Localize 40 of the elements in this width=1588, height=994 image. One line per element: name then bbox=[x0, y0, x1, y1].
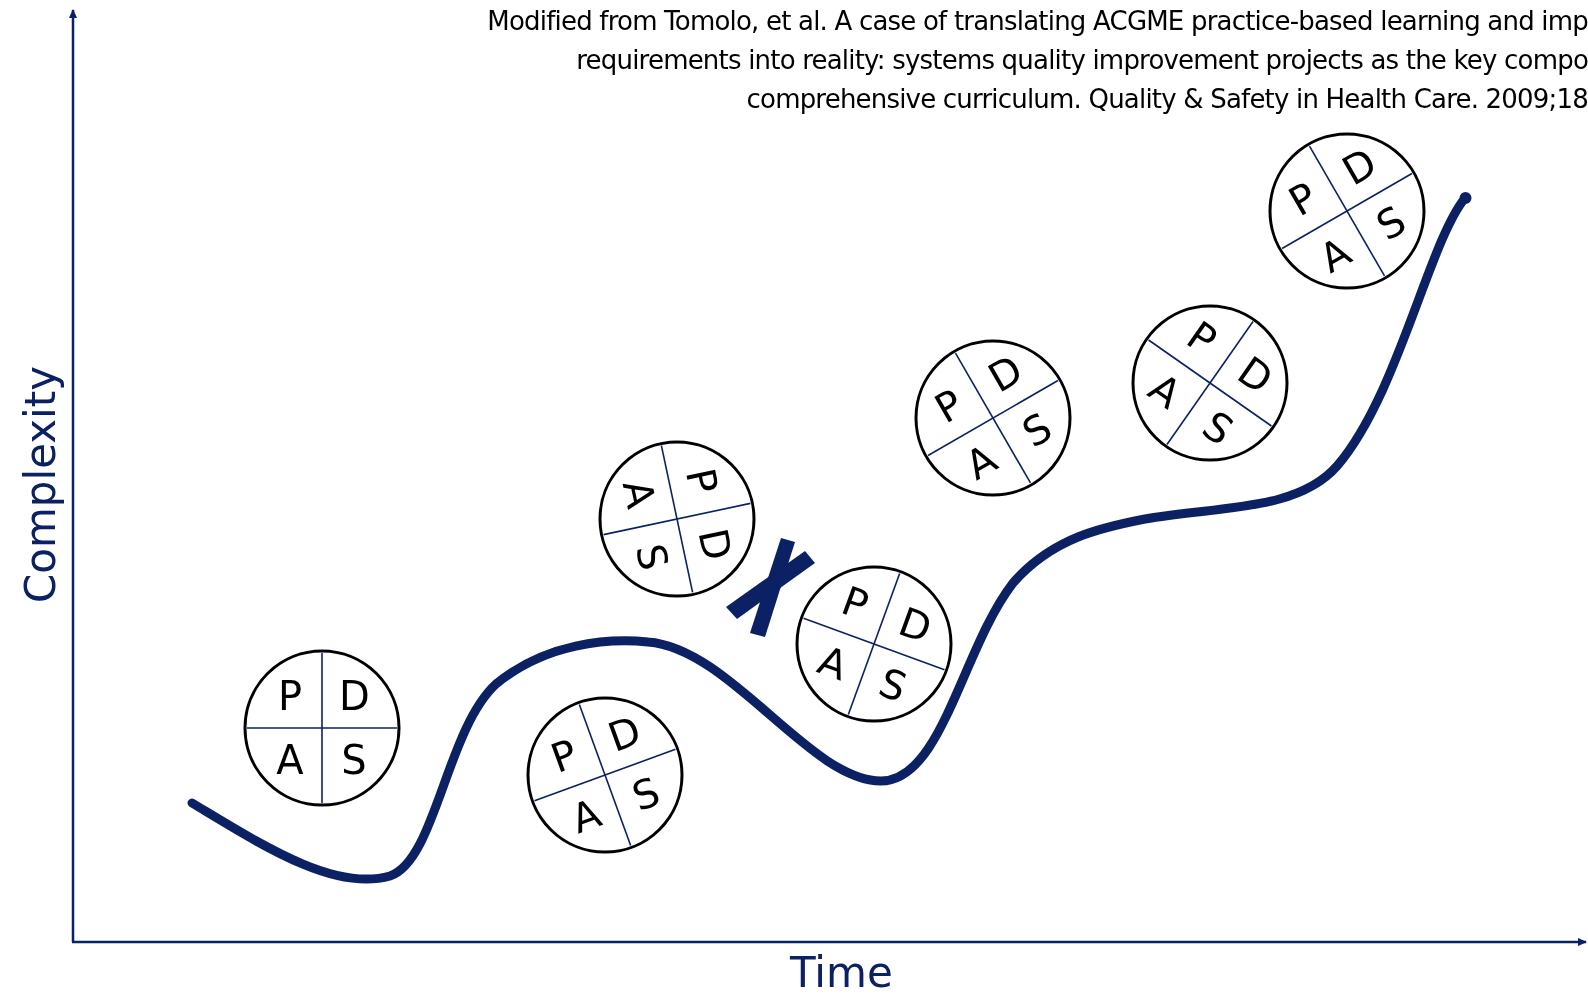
quadrant-letter: S bbox=[340, 740, 368, 780]
pdsa-wheel bbox=[1131, 304, 1289, 462]
citation-text: requirements into reality: systems quality improvement projects as the key compo bbox=[576, 45, 1588, 75]
quadrant-letter: A bbox=[958, 436, 1005, 487]
quadrant-letter: A bbox=[812, 639, 854, 688]
pdsa-wheel bbox=[795, 565, 953, 723]
quadrant-letter: A bbox=[1312, 229, 1359, 280]
quadrant-letter: D bbox=[981, 349, 1028, 400]
quadrant-letter: P bbox=[1280, 174, 1327, 225]
quadrant-letter: P bbox=[543, 731, 585, 780]
quadrant-letter: D bbox=[603, 710, 646, 758]
quadrant-letter: P bbox=[834, 579, 876, 627]
quadrant-letter: S bbox=[1367, 197, 1414, 248]
quadrant-letter: P bbox=[1178, 313, 1226, 364]
quadrant-letter: P bbox=[678, 463, 725, 500]
quadrant-letter: D bbox=[1335, 142, 1382, 193]
pdsa-wheel bbox=[1268, 132, 1426, 290]
citation-text: comprehensive curriculum. Quality & Safety in Health Care. 2009;18 bbox=[746, 84, 1588, 114]
quadrant-letter: S bbox=[625, 770, 667, 819]
pdsa-wheel bbox=[598, 440, 756, 598]
quadrant-letter: A bbox=[1141, 365, 1190, 416]
pdsa-wheel bbox=[243, 649, 401, 807]
y-axis-label: Complexity bbox=[15, 365, 65, 604]
x-axis-label: Time bbox=[790, 948, 893, 994]
quadrant-letter: S bbox=[872, 661, 914, 709]
quadrant-letter: P bbox=[276, 676, 304, 716]
quadrant-letter: S bbox=[629, 538, 676, 576]
quadrant-letter: S bbox=[1013, 404, 1060, 455]
quadrant-letter: D bbox=[1230, 350, 1279, 401]
quadrant-letter: P bbox=[926, 381, 973, 432]
quadrant-letter: D bbox=[894, 600, 936, 649]
quadrant-letter: D bbox=[692, 524, 738, 563]
citation-text: Modified from Tomolo, et al. A case of translating ACGME practice-based learning and imp bbox=[487, 6, 1588, 36]
pdsa-wheel bbox=[526, 696, 684, 854]
pdsa-wheel bbox=[914, 339, 1072, 497]
quadrant-letter: D bbox=[339, 676, 369, 716]
quadrant-letter: S bbox=[1194, 402, 1242, 453]
quadrant-letter: A bbox=[616, 475, 662, 514]
quadrant-letter: A bbox=[564, 792, 607, 840]
quadrant-letter: A bbox=[275, 740, 305, 780]
